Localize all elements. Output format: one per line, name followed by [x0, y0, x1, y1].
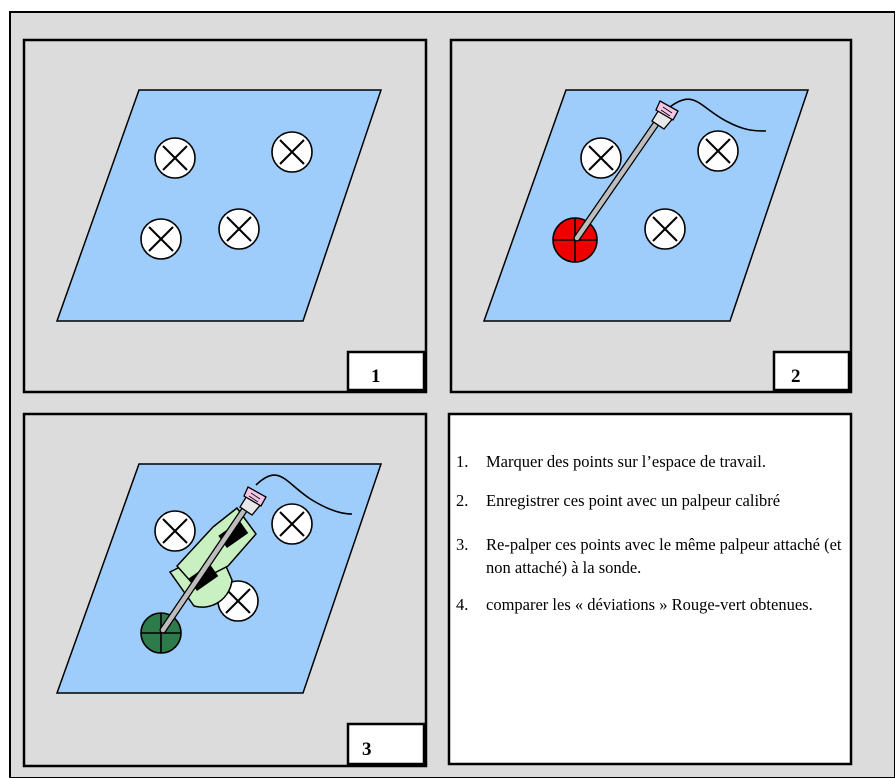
step-number: 2. [456, 491, 469, 510]
cable-icon [669, 98, 767, 132]
steps-list: 1. Marquer des points sur l’espace de tr… [456, 450, 848, 616]
cross-target-icon [154, 137, 196, 179]
panel-3: 3 [22, 412, 428, 768]
step-text: Enregistrer ces point avec un palpeur ca… [486, 491, 781, 510]
cross-target-icon [218, 208, 260, 250]
steps-panel [447, 412, 853, 766]
cross-target-icon [140, 218, 182, 260]
panel-number: 1 [371, 366, 381, 387]
cross-target-icon [644, 208, 686, 250]
panel-2: 2 [449, 38, 853, 394]
panel-number-box [346, 350, 426, 392]
step-text: Marquer des points sur l’espace de trava… [486, 452, 766, 471]
panel-number-box [772, 350, 851, 392]
probe-icon [573, 100, 679, 242]
panel-number: 3 [362, 739, 372, 760]
step-number: 3. [456, 535, 469, 554]
step-text: comparer les « déviations » Rouge-vert o… [486, 595, 813, 614]
cross-target-icon [271, 131, 313, 173]
step-item: 4. comparer les « déviations » Rouge-ver… [456, 593, 848, 616]
panel-1: 1 [22, 38, 428, 394]
step-item: 3. Re-palper ces points avec le même pal… [456, 533, 848, 579]
step-item: 1. Marquer des points sur l’espace de tr… [456, 450, 848, 473]
cross-target-icon [271, 503, 313, 545]
probe-icon [159, 486, 267, 634]
green-point-icon [140, 612, 182, 654]
panel-number-box [346, 722, 426, 766]
cable-icon [255, 474, 353, 515]
step-number: 1. [456, 452, 469, 471]
cross-target-icon [697, 130, 739, 172]
panel-number: 2 [791, 366, 801, 387]
step-item: 2. Enregistrer ces point avec un palpeur… [456, 489, 848, 512]
step-text: Re-palper ces points avec le même palpeu… [486, 535, 842, 577]
steps-text: 1. Marquer des points sur l’espace de tr… [449, 414, 851, 764]
cross-target-icon [154, 510, 196, 552]
cross-target-icon [580, 137, 622, 179]
step-number: 4. [456, 595, 469, 614]
